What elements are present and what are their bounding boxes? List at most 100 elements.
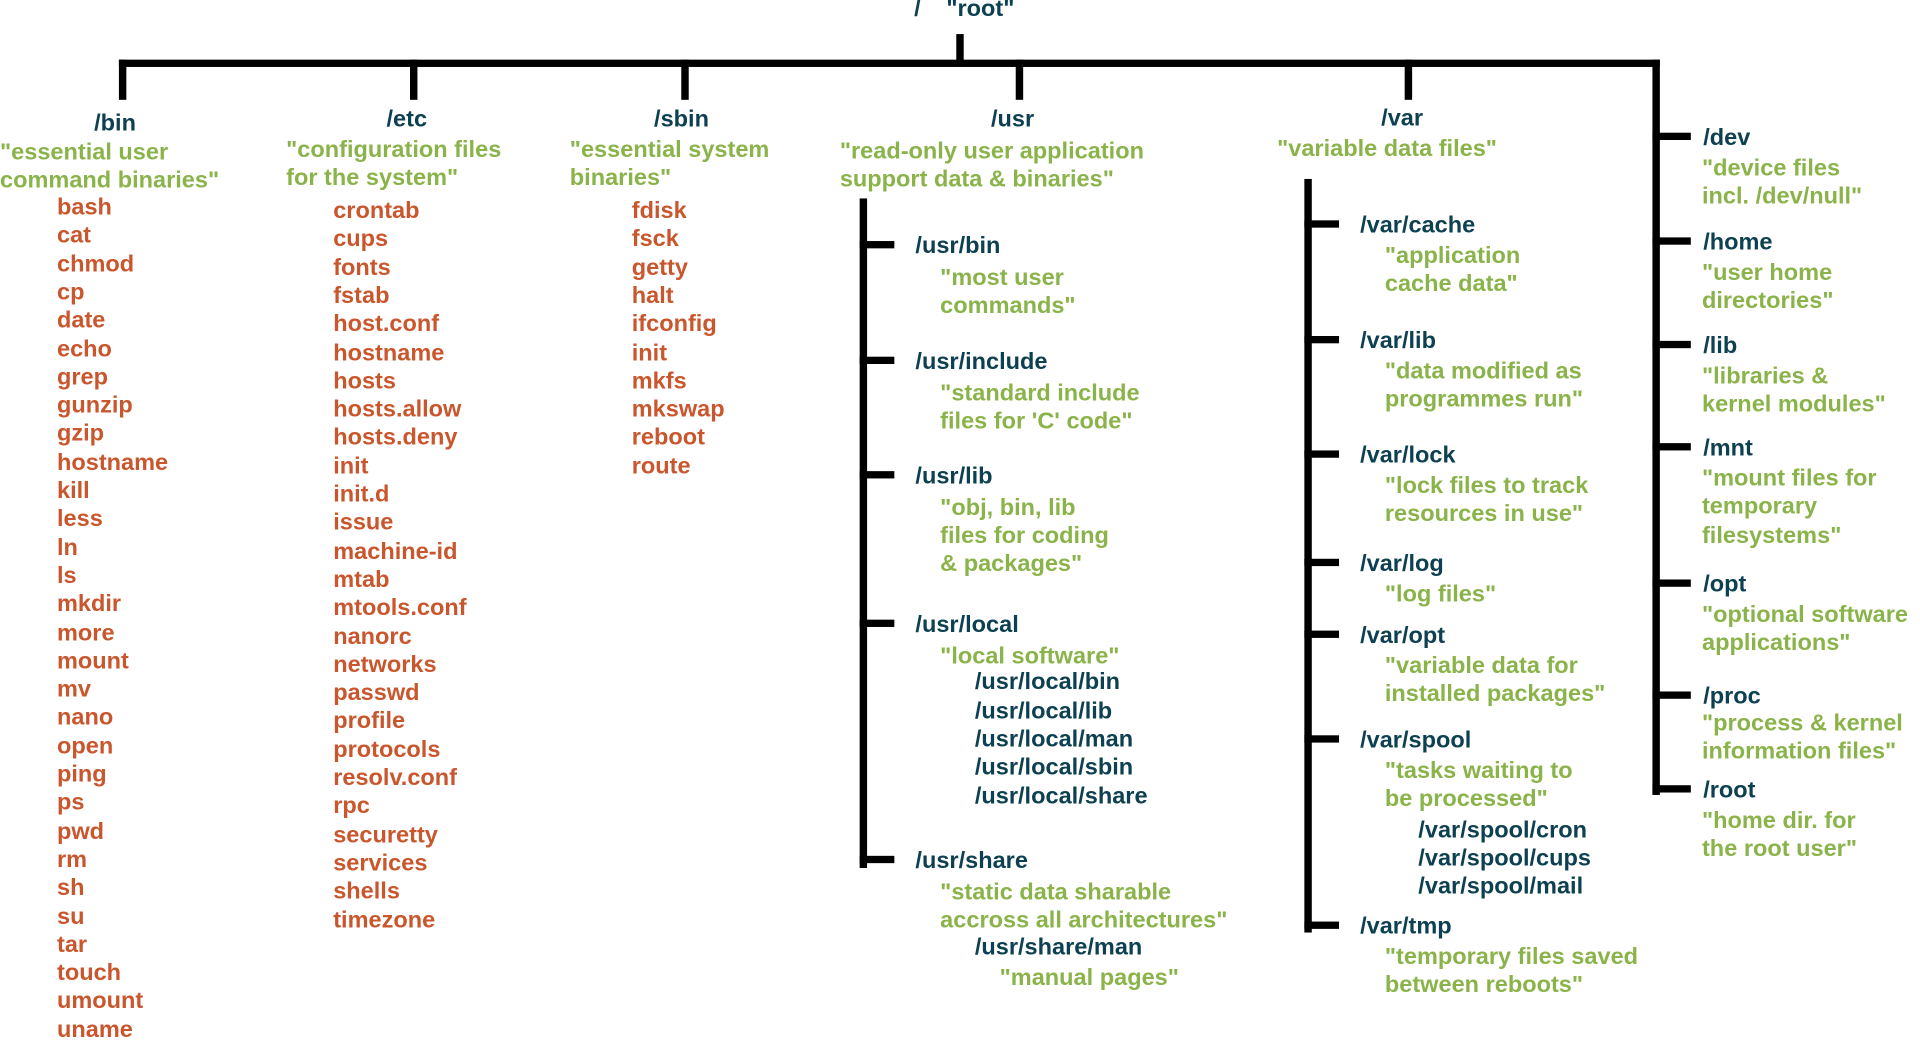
var-subdirectory-label: /var/lib	[1360, 328, 1436, 355]
usr-nested-directory-label: /usr/local/sbin	[974, 755, 1134, 781]
usr-nested-directory-label: /usr/local/share	[974, 783, 1148, 809]
bin-file-item: mkdir	[56, 591, 122, 618]
top-level-directory-description: kernel modules"	[1701, 392, 1886, 418]
var-vertical-line	[1304, 178, 1312, 933]
bin-file-item: tar	[56, 932, 88, 958]
usr-nested-directory-label: /usr/local/bin	[974, 669, 1121, 696]
usr-child-connector	[859, 471, 895, 479]
usr-directory-label: /usr	[990, 107, 1035, 133]
var-subdirectory-description: resources in use"	[1384, 501, 1584, 528]
usr-vertical-line	[859, 198, 868, 869]
var-subdirectory-description: cache data"	[1384, 271, 1518, 298]
bin-file-item: ln	[56, 535, 78, 561]
sbin-file-item: halt	[631, 283, 674, 310]
etc-file-item: init	[333, 453, 369, 480]
right-child-connector	[1652, 691, 1691, 699]
etc-file-item: fonts	[333, 255, 391, 281]
bin-file-item: bash	[56, 194, 112, 221]
bin-file-item: hostname	[56, 450, 169, 476]
sbin-file-item: getty	[631, 255, 688, 281]
usr-nested-directory-label: /usr/local/man	[974, 726, 1134, 753]
top-level-directory-description: incl. /dev/null"	[1701, 184, 1863, 210]
var-nested-directory-label: /var/spool/cups	[1418, 845, 1591, 872]
usr-subdirectory-label: /usr/local	[915, 612, 1019, 638]
var-child-connector	[1304, 450, 1340, 458]
bin-file-item: uname	[56, 1017, 133, 1043]
right-branch-line	[1652, 59, 1660, 795]
usr-subdirectory-description: "most user	[940, 264, 1064, 291]
top-level-directory-description: filesystems"	[1701, 522, 1842, 549]
top-level-directory-description: directories"	[1701, 288, 1834, 315]
etc-file-item: timezone	[333, 907, 436, 934]
top-level-directory-description: "device files	[1701, 155, 1841, 182]
bin-file-item: umount	[56, 989, 144, 1015]
etc-file-item: issue	[333, 510, 394, 537]
usr-nested-directory-label: /usr/local/lib	[974, 698, 1113, 724]
var-subdirectory-description: "tasks waiting to	[1384, 758, 1573, 785]
sbin-file-item: init	[631, 340, 668, 366]
top-level-directory-label: /dev	[1703, 125, 1751, 151]
var-child-connector	[1304, 558, 1340, 567]
usr-subdirectory-label: /usr/lib	[915, 463, 993, 490]
bin-file-item: date	[56, 308, 106, 334]
top-level-directory-description: "mount files for	[1701, 466, 1877, 492]
bin-file-item: echo	[56, 336, 112, 363]
top-level-directory-description: temporary	[1701, 494, 1818, 521]
var-subdirectory-description: installed packages"	[1384, 682, 1606, 708]
usr-child-connector	[859, 241, 895, 249]
usr-subdirectory-label: /usr/include	[915, 349, 1048, 375]
etc-file-item: profile	[333, 709, 406, 735]
top-level-directory-description: applications"	[1701, 630, 1851, 657]
bin-file-item: gunzip	[56, 393, 133, 419]
etc-file-item: init.d	[333, 482, 390, 508]
bin-file-item: chmod	[56, 251, 135, 278]
sbin-file-item: ifconfig	[631, 311, 717, 338]
var-subdirectory-label: /var/tmp	[1360, 914, 1452, 940]
var-nested-directory-label: /var/spool/mail	[1418, 874, 1584, 900]
bin-file-item: cat	[56, 223, 92, 249]
sbin-file-item: fdisk	[631, 198, 687, 225]
var-subdirectory-description: be processed"	[1384, 786, 1548, 813]
var-subdirectory-label: /var/cache	[1360, 213, 1476, 239]
main-horizontal-branch	[118, 59, 1660, 67]
var-subdirectory-description: "temporary files saved	[1384, 944, 1639, 971]
bin-branch-line	[118, 59, 127, 100]
var-branch-line	[1404, 59, 1413, 100]
right-child-connector	[1652, 132, 1691, 141]
bin-file-item: kill	[56, 478, 90, 505]
right-child-connector	[1652, 579, 1691, 587]
etc-file-item: passwd	[333, 680, 420, 707]
etc-file-item: hostname	[333, 340, 445, 366]
bin-file-item: su	[56, 903, 85, 930]
usr-subdirectory-description: "local software"	[940, 643, 1120, 669]
bin-file-item: rm	[56, 847, 88, 873]
sbin-file-item: fsck	[631, 226, 679, 253]
usr-subdirectory-description: "standard include	[940, 380, 1140, 407]
var-directory-label: /var	[1381, 105, 1424, 132]
usr-description: support data & binaries"	[839, 167, 1114, 193]
etc-file-item: hosts	[333, 368, 396, 395]
usr-subdirectory-label: /usr/bin	[915, 233, 1001, 260]
usr-nested-directory-label: /usr/share/man	[974, 934, 1143, 961]
var-subdirectory-description: "log files"	[1384, 581, 1497, 608]
var-subdirectory-description: "variable data for	[1384, 653, 1578, 680]
etc-file-item: protocols	[333, 737, 441, 763]
sbin-file-item: mkfs	[631, 368, 687, 395]
etc-file-item: hosts.deny	[333, 425, 458, 451]
etc-file-item: fstab	[333, 283, 390, 310]
bin-file-item: touch	[56, 960, 122, 987]
top-level-directory-description: "libraries &	[1701, 364, 1829, 390]
top-level-directory-description: the root user"	[1701, 836, 1857, 863]
sbin-description: binaries"	[569, 165, 672, 192]
sbin-file-item: mkswap	[631, 396, 725, 423]
etc-file-item: securetty	[333, 822, 438, 849]
root-directory-path: /	[914, 0, 921, 22]
etc-file-item: rpc	[333, 794, 370, 820]
top-level-directory-description: "optional software	[1701, 602, 1908, 629]
top-level-directory-label: /home	[1703, 230, 1773, 256]
etc-file-item: nanorc	[333, 623, 412, 650]
etc-file-item: services	[333, 850, 428, 877]
right-child-connector	[1652, 237, 1691, 245]
etc-file-item: shells	[333, 879, 400, 905]
